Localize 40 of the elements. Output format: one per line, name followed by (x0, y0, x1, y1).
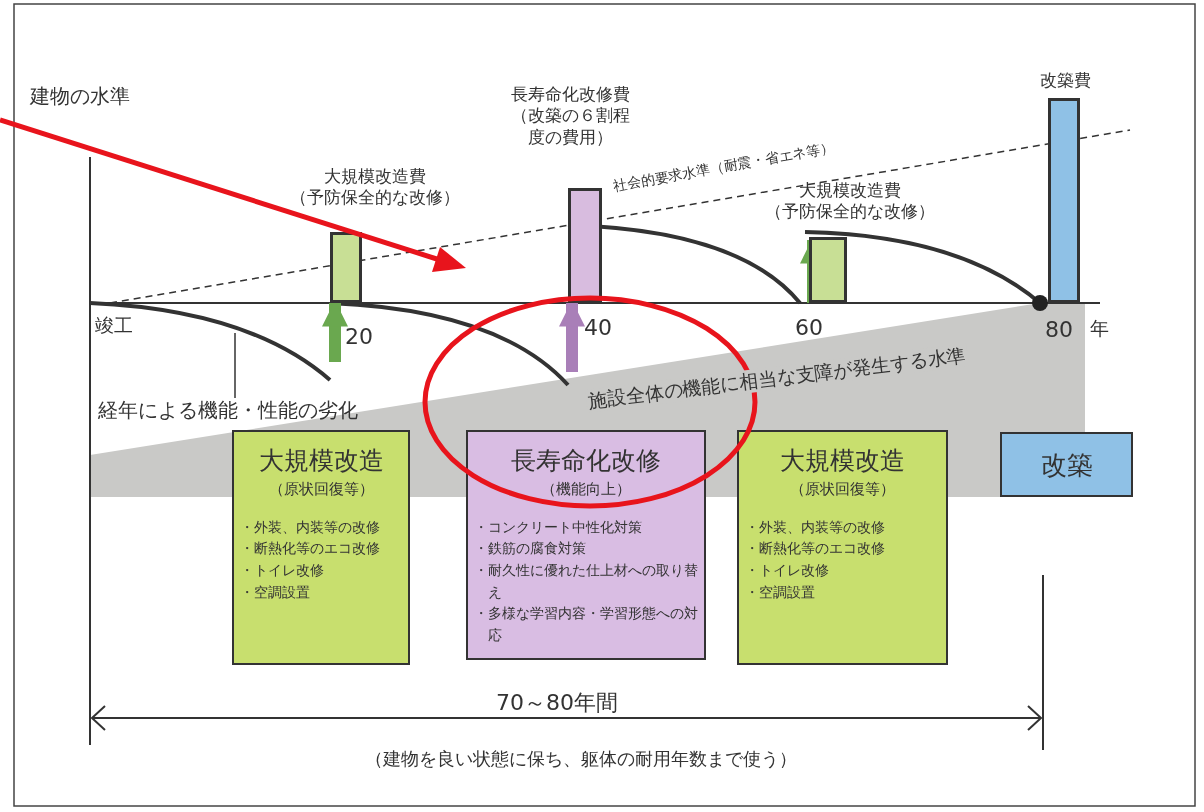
box-subtitle: （原状回復等） (267, 479, 375, 499)
axis-label: 竣工 (95, 314, 133, 337)
tick-label: 20 (345, 324, 373, 351)
bullet-item: ・トイレ改修 (745, 560, 830, 580)
category-box (232, 430, 410, 665)
bar-label: 長寿命化改修費（改築の６割程度の費用） (509, 84, 631, 148)
bullet-item: ・断熱化等のエコ改修 (745, 539, 886, 559)
box-title: 大規模改造 (779, 445, 906, 477)
bullet-item: ・外装、内装等の改修 (240, 517, 381, 537)
bullet-item: ・断熱化等のエコ改修 (240, 539, 381, 559)
box-subtitle: （機能向上） (540, 479, 632, 499)
caption-text: （建物を良い状態に保ち、躯体の耐用年数まで使う） (365, 748, 797, 770)
bullet-item: ・空調設置 (240, 582, 311, 602)
axis-title: 建物の水準 (30, 84, 130, 108)
tick-label: 80 (1045, 317, 1073, 344)
box-title: 改築 (1039, 449, 1094, 482)
bullet-item: ・多様な学習内容・学習形態への対応 (474, 604, 698, 645)
axis-unit: 年 (1090, 317, 1109, 340)
arrow (559, 300, 585, 372)
tick-label: 60 (795, 315, 823, 342)
arrow (322, 300, 348, 362)
bar-label: 改築費 (1038, 70, 1092, 92)
bullet-item: ・コンクリート中性化対策 (474, 517, 643, 537)
leader-line (234, 332, 236, 399)
bullet-item: ・外装、内装等の改修 (745, 517, 886, 537)
bullet-item: ・鉄筋の腐食対策 (474, 539, 587, 559)
bullet-item: ・トイレ改修 (240, 560, 325, 580)
tick-label: 40 (584, 315, 612, 342)
box-title: 長寿命化改修 (510, 445, 662, 477)
box-title: 大規模改造 (257, 445, 385, 477)
bullet-item: ・空調設置 (745, 582, 816, 602)
category-box (1000, 432, 1133, 497)
bar-label: 大規模改造費（予防保全的な改修） (289, 166, 461, 209)
box-subtitle: （原状回復等） (789, 479, 896, 499)
bullet-item: ・耐久性に優れた仕上材への取り替え (474, 560, 698, 602)
category-box (466, 430, 706, 660)
category-box (737, 430, 948, 665)
dimension-label: 70～80年間 (496, 690, 618, 717)
bar-label: 大規模改造費（予防保全的な改修） (764, 180, 936, 223)
annotation-text: 経年による機能・性能の劣化 (98, 398, 358, 422)
